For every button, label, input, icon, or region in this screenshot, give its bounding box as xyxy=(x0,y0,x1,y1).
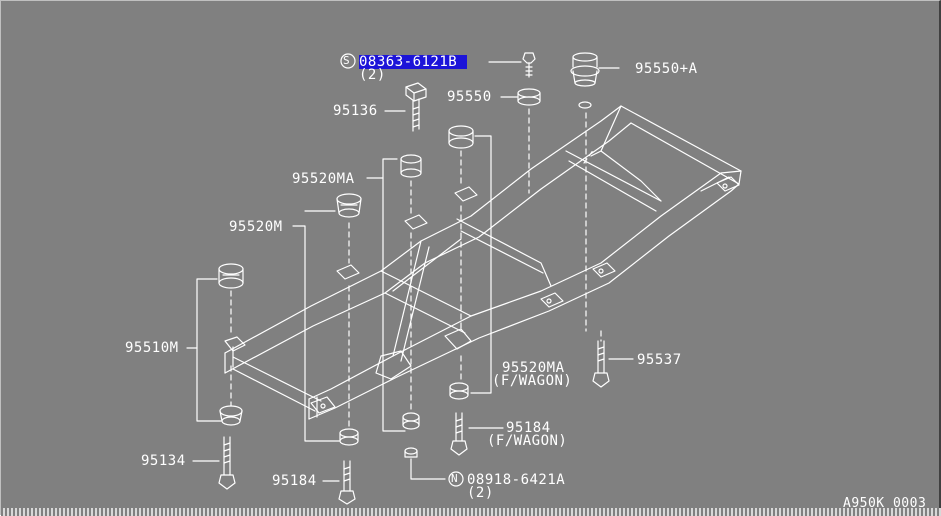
part-95520ma-bushing-upper xyxy=(400,125,474,178)
part-bolts-lower xyxy=(218,340,610,505)
part-bolt-08363 xyxy=(522,52,536,78)
part-label-95520ma-fwagon[interactable]: 95520MA xyxy=(502,360,565,376)
part-qty-08918: (2) xyxy=(467,485,494,501)
part-label-95134[interactable]: 95134 xyxy=(141,453,186,469)
assembly-guide-lines xyxy=(230,108,602,427)
frame-left-rail xyxy=(224,105,742,374)
part-95550-washer xyxy=(517,88,541,106)
part-95550a-bushing xyxy=(570,52,600,109)
part-label-95520m[interactable]: 95520M xyxy=(229,219,283,235)
frame-cross-members xyxy=(224,105,740,414)
part-label-95184[interactable]: 95184 xyxy=(272,473,317,489)
horizontal-scrollbar[interactable] xyxy=(1,508,941,516)
part-95136-bolt xyxy=(405,82,427,132)
drawing-code: A950K 0003 xyxy=(843,496,927,511)
part-95520m-bushing xyxy=(336,193,362,218)
part-label-95184-fwagon[interactable]: 95184 xyxy=(506,420,551,436)
part-label-95537[interactable]: 95537 xyxy=(637,352,682,368)
part-note-95184-fwagon: (F/WAGON) xyxy=(487,433,568,449)
circled-prefix-markers xyxy=(340,53,464,487)
part-qty-08363: (2) xyxy=(359,67,386,83)
part-label-08918-6421a[interactable]: 08918-6421A xyxy=(467,472,566,488)
part-label-95136[interactable]: 95136 xyxy=(333,103,378,119)
leader-lines xyxy=(186,61,634,482)
n-prefix-icon: N xyxy=(451,472,459,485)
part-note-95520ma-fwagon: (F/WAGON) xyxy=(492,373,573,389)
part-label-95510m[interactable]: 95510M xyxy=(125,340,179,356)
part-lower-bushings xyxy=(339,382,469,458)
part-label-95520ma-upper[interactable]: 95520MA xyxy=(292,171,355,187)
s-prefix-icon: S xyxy=(343,54,351,67)
part-label-95550[interactable]: 95550 xyxy=(447,89,492,105)
part-label-95550a[interactable]: 95550+A xyxy=(635,61,698,77)
part-95510m-bushing xyxy=(218,263,244,426)
part-label-08363-6121b[interactable]: 08363-6121B xyxy=(359,55,468,69)
